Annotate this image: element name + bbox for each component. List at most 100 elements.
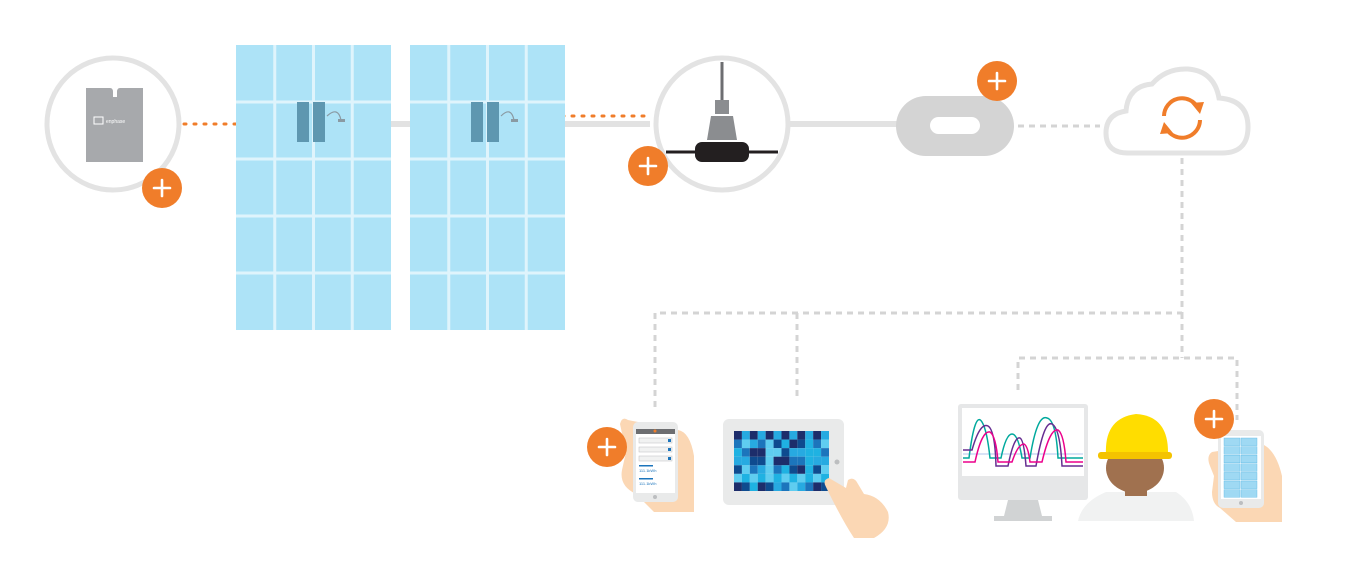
gateway-device-icon (86, 88, 143, 162)
sync-arrow-head-2 (1160, 122, 1173, 134)
sync-arrow-head-1 (1191, 102, 1204, 114)
heatmap-cell (813, 482, 822, 491)
heatmap-cell (741, 448, 750, 457)
monitor-base (994, 516, 1052, 521)
solar-panel-2 (410, 45, 565, 330)
heatmap-cell (797, 456, 806, 466)
phone-value-1: 111.1kWh (639, 468, 656, 473)
tablet-home-button (834, 459, 840, 465)
heatmap-cell (789, 482, 798, 491)
microinverter-icon-half (487, 102, 499, 142)
connector-body (707, 116, 737, 140)
connector-expand-button[interactable] (628, 146, 668, 186)
cloud-installer-link (1016, 313, 1239, 420)
heatmap-cell (773, 473, 782, 483)
tablet-device (723, 419, 889, 538)
heatmap-cell (773, 482, 782, 491)
heatmap-cell (797, 439, 806, 449)
heatmap-cell (749, 448, 758, 457)
cloud-node (1103, 66, 1251, 156)
heatmap-cell (741, 431, 750, 440)
installer-person (1078, 414, 1194, 521)
heatmap-cell (749, 482, 758, 491)
phone-list-cell (1240, 446, 1258, 455)
phone-list-cell (1240, 437, 1258, 446)
gateway-logo-mark (93, 116, 104, 125)
phone-list-cell (1240, 455, 1258, 464)
heatmap-cell (749, 439, 758, 449)
heatmap-cell (765, 456, 774, 466)
relay-expand-button[interactable] (977, 61, 1017, 101)
heatmap-cell (781, 465, 790, 474)
ac-connector-icon (715, 100, 729, 114)
heatmap-cell (773, 431, 782, 440)
heatmap-cell (821, 431, 829, 440)
heatmap-cell (821, 439, 829, 449)
heatmap-cell (797, 448, 806, 457)
hand-pointing (824, 478, 889, 538)
hardhat-installer-icon (1105, 414, 1168, 455)
heatmap-cell (797, 473, 806, 483)
heatmap-cell (734, 465, 742, 474)
phone-list-cell (1223, 455, 1241, 464)
heatmap-cell (773, 465, 782, 474)
phone-app-device: 111.1kWh 111.1kWh (620, 418, 694, 512)
heatmap-cell (789, 448, 798, 457)
phone-list-grid (1223, 437, 1258, 498)
heatmap-cell (805, 456, 814, 466)
heatmap-cell (765, 439, 774, 449)
heatmap-cell (821, 473, 829, 483)
heatmap-cell (813, 439, 822, 449)
heatmap-cell (734, 448, 742, 457)
gateway-brand: enphase (106, 119, 125, 125)
solar-panel-1 (236, 45, 391, 330)
microinverter-icon (471, 102, 483, 142)
tablet-heatmap (734, 431, 829, 491)
heatmap-cell (765, 473, 774, 483)
phone-row (638, 455, 673, 462)
phone-row (638, 446, 673, 453)
phone-home-button (653, 495, 657, 499)
phone-row-toggle (668, 457, 671, 460)
phone-list-cell (1223, 446, 1241, 455)
installer-shirt (1078, 492, 1194, 521)
heatmap-cell (813, 456, 822, 466)
phone-list-home-button (1239, 501, 1243, 505)
heatmap-cell (734, 456, 742, 466)
heatmap-cell (781, 482, 790, 491)
microinverter-plug (338, 119, 345, 122)
phone-row-toggle (668, 439, 671, 442)
heatmap-cell (805, 465, 814, 474)
heatmap-cell (749, 431, 758, 440)
heatmap-cell (773, 456, 782, 466)
microinverter-2 (471, 102, 518, 142)
heatmap-cell (805, 482, 814, 491)
heatmap-cell (805, 473, 814, 483)
heatmap-cell (741, 456, 750, 466)
heatmap-cell (757, 456, 766, 466)
relay-node (896, 96, 1014, 156)
heatmap-cell (821, 482, 829, 491)
phone-app-expand-button[interactable] (587, 427, 627, 467)
phone-list-cell (1223, 489, 1241, 498)
heatmap-cell (797, 482, 806, 491)
gateway-expand-button[interactable] (142, 168, 182, 208)
heatmap-cell (734, 431, 742, 440)
heatmap-cell (805, 439, 814, 449)
heatmap-cell (797, 465, 806, 474)
phone-list-cell (1240, 472, 1258, 481)
heatmap-cell (734, 439, 742, 449)
heatmap-cell (781, 448, 790, 457)
phone-list-cell (1240, 480, 1258, 489)
heatmap-cell (734, 482, 742, 491)
relay-display (930, 117, 980, 134)
phone-topbar-dot (653, 429, 657, 433)
heatmap-cell (781, 431, 790, 440)
heatmap-cell (789, 431, 798, 440)
phone-list-expand-button[interactable] (1194, 399, 1234, 439)
phone-list-cell (1223, 437, 1241, 446)
heatmap-cell (749, 465, 758, 474)
hardhat-brim (1098, 452, 1172, 459)
monitor-device (958, 404, 1088, 521)
